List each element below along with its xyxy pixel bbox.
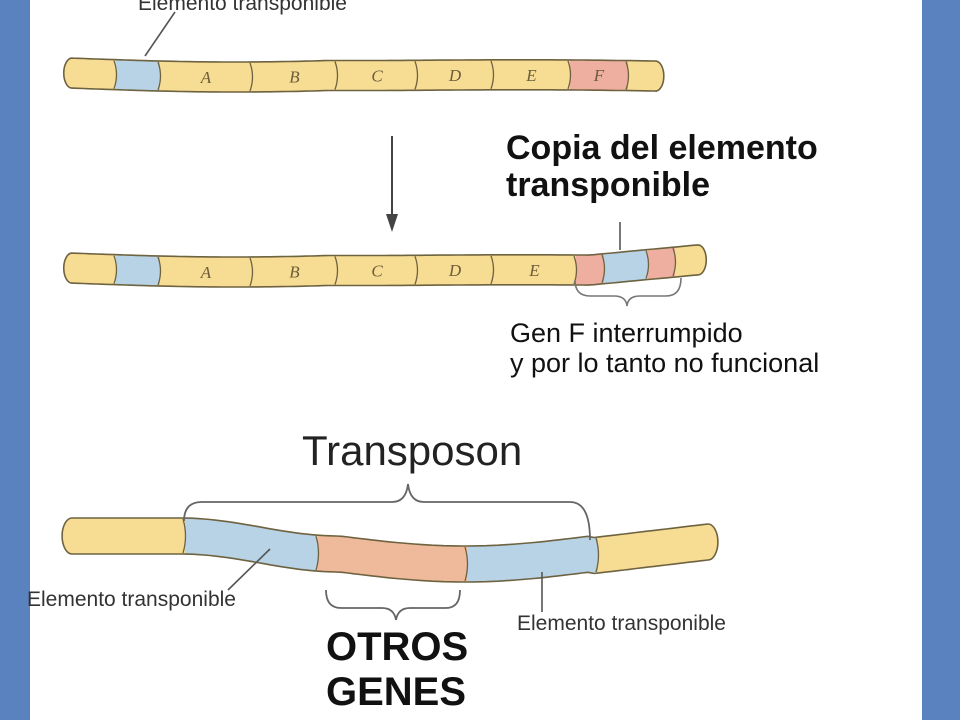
diagram-canvas: A B C D E F A B C D E Elemento transponible Copia…: [27, 0, 922, 720]
gene-letter: F: [593, 66, 605, 85]
gene-a: [160, 244, 252, 287]
copy-title-text: Copia del elemento transponible: [506, 129, 818, 205]
transposon-title: Transposon: [302, 427, 523, 474]
gene-segment-left-end: [63, 244, 116, 287]
gene-b: [252, 58, 337, 92]
segment-divider: [414, 61, 419, 90]
gene-letter: B: [289, 67, 300, 86]
gene-b: [252, 244, 337, 287]
gene-d: [417, 58, 493, 92]
segment-divider: [113, 60, 118, 89]
chromosome-outline: [62, 57, 665, 93]
gene-c: [337, 244, 417, 287]
gene-a: [160, 58, 252, 92]
segment-divider: [567, 60, 572, 90]
copy-element-title: Copia del elemento transponible: [506, 129, 818, 205]
gene-letter: B: [289, 262, 300, 281]
segment-divider: [601, 254, 606, 283]
segment-divider: [113, 255, 118, 284]
transposable-element-left: [185, 518, 318, 582]
gene-e: [493, 58, 570, 92]
segment-divider: [182, 518, 187, 554]
segment-divider: [249, 62, 254, 92]
segment-divider: [249, 257, 254, 287]
gene-segment-right-end: [628, 58, 664, 92]
gene-f-note: Gen F interrumpido y por lo tanto no fun…: [510, 318, 820, 379]
segment-divider: [414, 256, 419, 285]
chromosome-outline: [61, 517, 719, 583]
down-arrow: [386, 136, 398, 232]
gene-letter: A: [200, 263, 212, 282]
chromosome-outline: [62, 244, 708, 288]
top-element-leader-line: [144, 11, 176, 57]
gene-letter: D: [448, 66, 462, 85]
bottom-left-leader-line: [227, 548, 271, 591]
gene-letter: C: [371, 262, 383, 281]
gene-segment-left-end: [62, 518, 185, 582]
gene-letter: A: [200, 68, 212, 87]
segment-divider: [315, 535, 320, 571]
segment-divider: [490, 255, 495, 285]
segment-divider: [334, 256, 339, 285]
segment-divider: [334, 61, 339, 90]
otros-genes-label: OTROS GENES: [326, 625, 469, 714]
segment-divider: [464, 546, 469, 582]
transposable-element-original: [116, 58, 160, 92]
gene-letter: E: [528, 261, 540, 280]
gene-f: [570, 58, 628, 92]
transposon-diagram: A B C D E F A B C D E: [61, 11, 719, 621]
left-blue-border: [0, 0, 30, 720]
right-blue-border: [922, 0, 960, 720]
segment-divider: [645, 250, 650, 279]
gene-c: [337, 58, 417, 92]
gene-f-bracket: [574, 277, 682, 307]
otros-genes-bracket: [325, 589, 461, 621]
segment-divider: [490, 60, 495, 90]
gene-d: [417, 244, 493, 287]
gene-segment-left-end: [63, 58, 116, 92]
segment-divider: [595, 537, 600, 573]
gene-letter: D: [448, 261, 462, 280]
bottom-left-element-label: Elemento transponible: [27, 588, 236, 611]
transposable-element-original: [116, 244, 160, 287]
segment-divider: [625, 61, 630, 90]
gene-letter: C: [371, 67, 383, 86]
bottom-right-element-label: Elemento transponible: [517, 612, 726, 635]
segment-divider: [672, 247, 677, 277]
top-element-label: Elemento transponible: [138, 0, 347, 15]
transposon-bracket: [183, 483, 591, 541]
chromosome-original: A B C D E F: [62, 57, 665, 93]
gene-letter: E: [525, 66, 537, 85]
segment-divider: [157, 256, 162, 286]
segment-divider: [157, 61, 162, 91]
